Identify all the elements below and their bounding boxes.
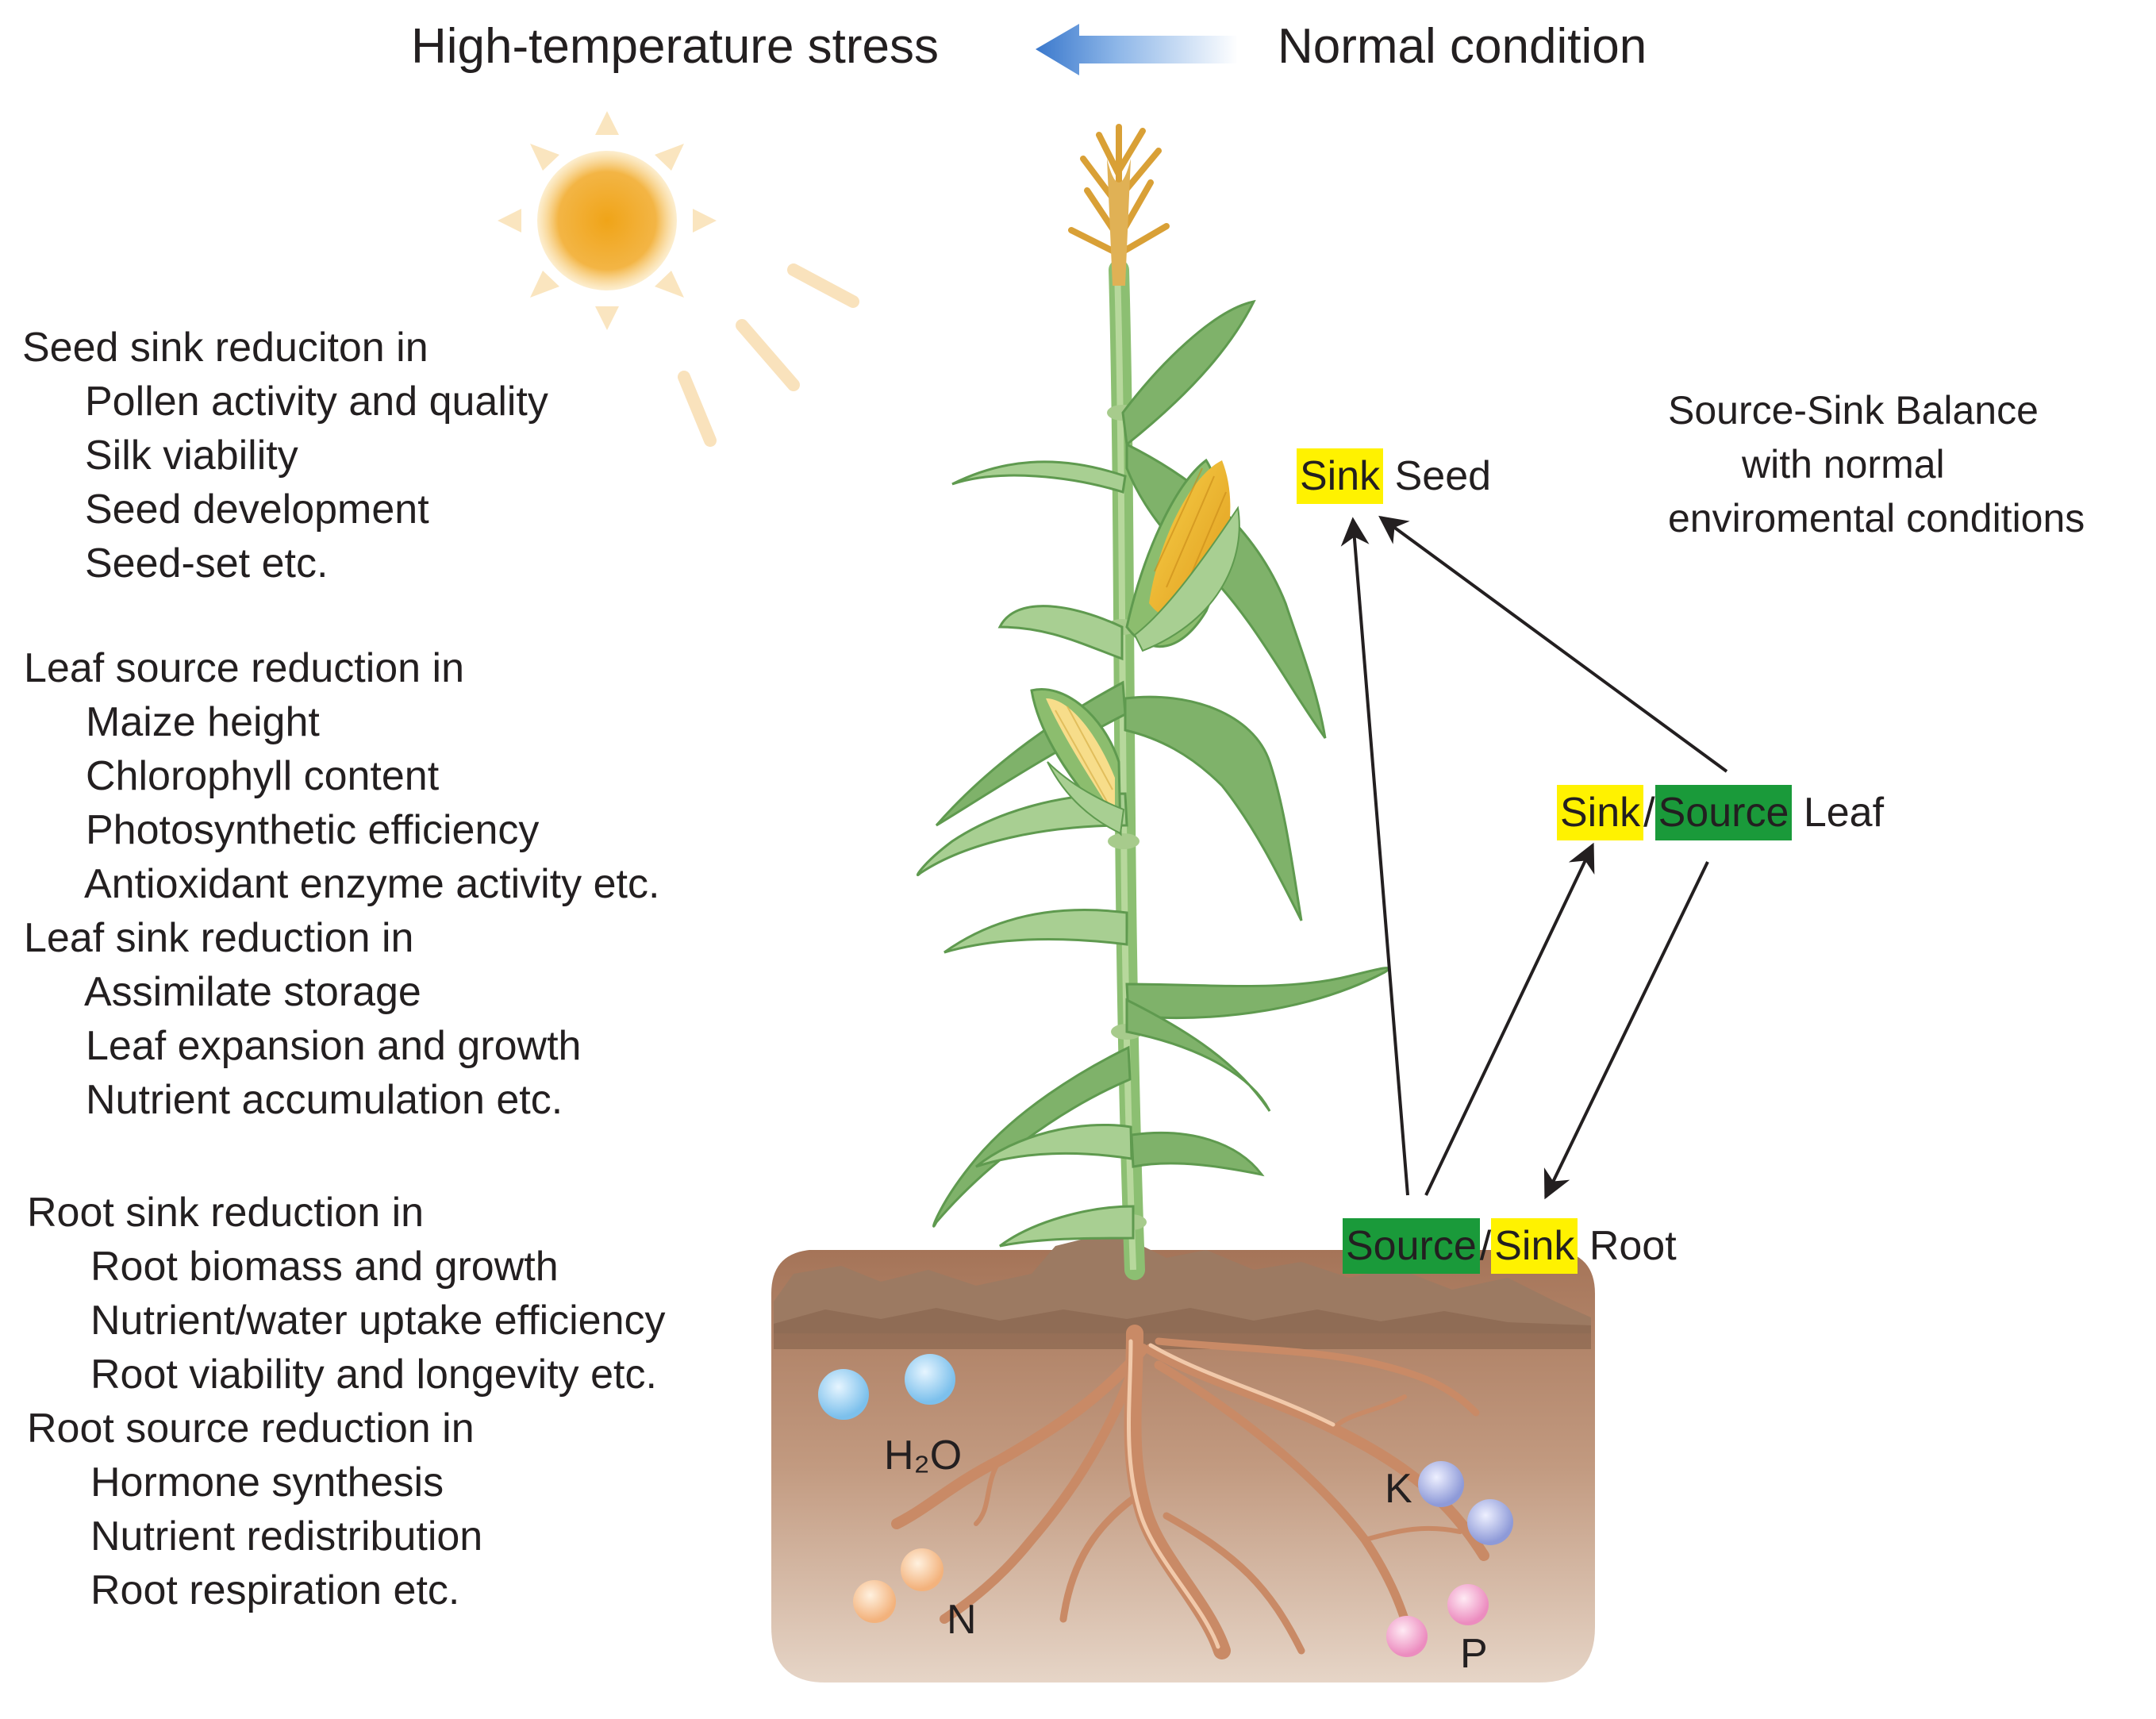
balance-note-line: with normal [1742,442,1945,486]
balance-note-line: Source-Sink Balance [1668,388,2039,433]
leaf-source-list-title: Leaf source reduction in [24,645,465,691]
root-sink-list-item: Root biomass and growth [90,1244,559,1290]
phosphorus-label: P [1460,1631,1488,1677]
root-source-list-item: Nutrient redistribution [90,1513,483,1559]
roots-highlight [1127,1339,1335,1649]
source-highlight: Source [1654,785,1793,840]
root-source-list-item: Root respiration etc. [90,1567,460,1613]
leaf-node-name: Leaf [1803,790,1885,836]
arrow-root-to-seed [1340,517,1409,1196]
arrow-leaf-to-seed [1378,515,1728,773]
source-highlight: Source [1343,1218,1480,1274]
nitrogen-label: N [947,1597,977,1643]
leaf-source-list-item: Photosynthetic efficiency [86,807,540,853]
normal-condition-label: Normal condition [1278,19,1647,74]
roots [891,1325,1489,1659]
maize-plant [916,124,1390,1280]
sink-highlight: Sink [1491,1218,1578,1274]
potassium-bubbles [1418,1461,1513,1545]
leaf-sink-list-title: Leaf sink reduction in [24,915,414,961]
water-label: H₂O [884,1432,963,1479]
seed-list-title: Seed sink reduciton in [22,325,429,371]
seed-node-name: Seed [1394,453,1492,499]
nitrogen-bubbles [853,1548,943,1623]
leaf-sink-list-item: Assimilate storage [84,969,421,1015]
leaf-node-label: Sink/Source Leaf [1557,785,1885,840]
seed-list-item: Seed development [85,486,429,533]
sink-highlight: Sink [1297,448,1384,504]
stress-condition-label: High-temperature stress [411,19,940,74]
sun-icon [498,111,859,447]
separator: / [1643,790,1655,836]
arrow-root-to-leaf [1424,842,1595,1196]
corn-ear-upper [1125,458,1240,652]
root-node-label: Source/Sink Root [1343,1218,1677,1274]
potassium-label: K [1385,1466,1412,1512]
root-sink-list-item: Nutrient/water uptake efficiency [90,1298,666,1344]
seed-list-item: Silk viability [85,433,298,479]
root-source-list-item: Hormone synthesis [90,1459,444,1506]
seed-list-item: Pollen activity and quality [85,379,548,425]
flow-arrows [1340,515,1728,1200]
seed-node-label: Sink Seed [1297,448,1492,504]
leaf-source-list-item: Chlorophyll content [86,753,440,799]
root-sink-list-item: Root viability and longevity etc. [90,1352,657,1398]
corn-ear-lower [1030,688,1125,836]
root-source-list-title: Root source reduction in [27,1406,475,1452]
phosphorus-bubbles [1386,1584,1489,1657]
arrow-leaf-to-root [1543,861,1709,1200]
leaf-sink-list-item: Nutrient accumulation etc. [86,1077,563,1123]
leaf-source-list-item: Maize height [86,699,320,745]
root-sink-list-title: Root sink reduction in [27,1190,425,1236]
leaf-source-list-item: Antioxidant enzyme activity etc. [84,861,660,907]
direction-arrow [1036,24,1238,75]
seed-list-item: Seed-set etc. [85,540,329,586]
root-node-name: Root [1589,1223,1677,1269]
sink-highlight: Sink [1557,785,1644,840]
water-bubbles [818,1354,955,1420]
balance-note-line: enviromental conditions [1668,496,2085,540]
separator: / [1479,1223,1492,1269]
leaf-sink-list-item: Leaf expansion and growth [86,1023,582,1069]
